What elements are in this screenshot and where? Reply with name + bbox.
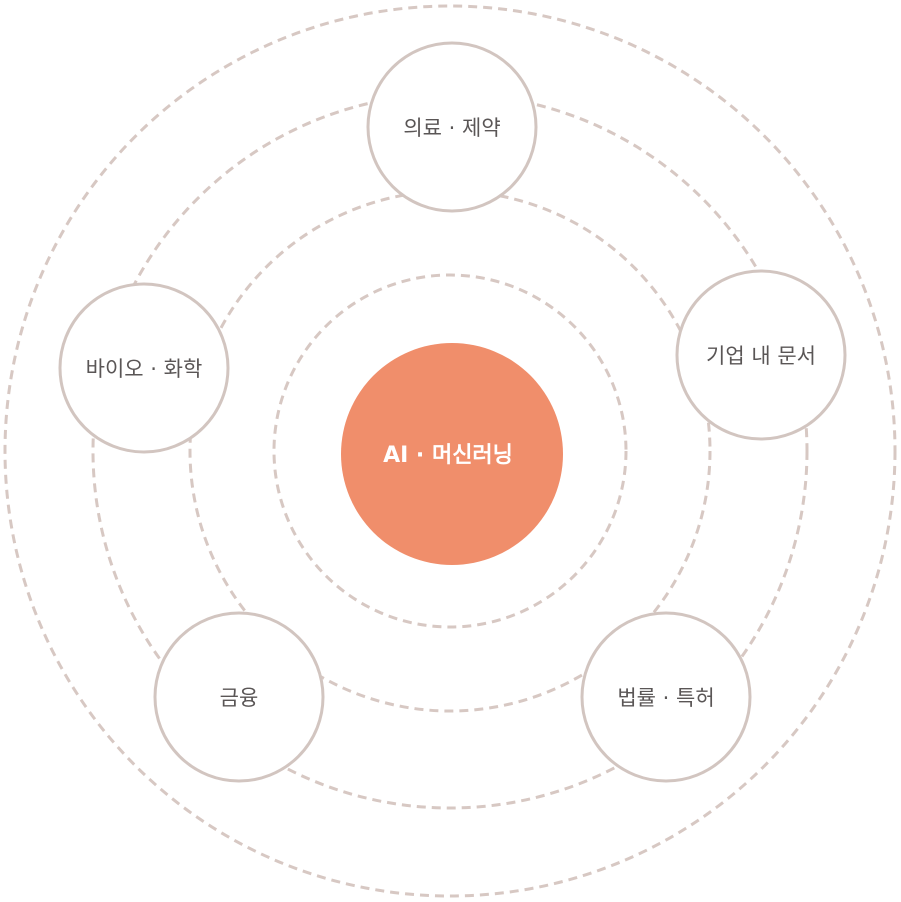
domain-node-finance: 금융 [153, 611, 325, 783]
domain-node-enterprise-docs: 기업 내 문서 [675, 269, 847, 441]
orbit-ring-outer [3, 4, 897, 898]
domain-node-circle [580, 611, 752, 783]
domain-node-label: 바이오 · 화학 [86, 357, 203, 381]
domain-node-label: 법률 · 특허 [617, 686, 714, 710]
domain-node-label: 기업 내 문서 [706, 344, 816, 368]
domain-node-label: 금융 [220, 686, 259, 710]
domain-node-circle [153, 611, 325, 783]
domain-node-circle [675, 269, 847, 441]
orbit-ring-inner [272, 273, 628, 629]
center-node: AI · 머신러닝 [341, 343, 563, 565]
center-circle [341, 343, 563, 565]
center-label: AI · 머신러닝 [383, 443, 513, 468]
domain-node-label: 의료 · 제약 [403, 116, 500, 140]
domain-node-bio-chemistry: 바이오 · 화학 [58, 282, 230, 454]
domain-node-legal-patent: 법률 · 특허 [580, 611, 752, 783]
domain-node-circle [366, 41, 538, 213]
domain-node-circle [58, 282, 230, 454]
orbit-ring-middle [188, 189, 712, 713]
domain-node-medical-pharma: 의료 · 제약 [366, 41, 538, 213]
